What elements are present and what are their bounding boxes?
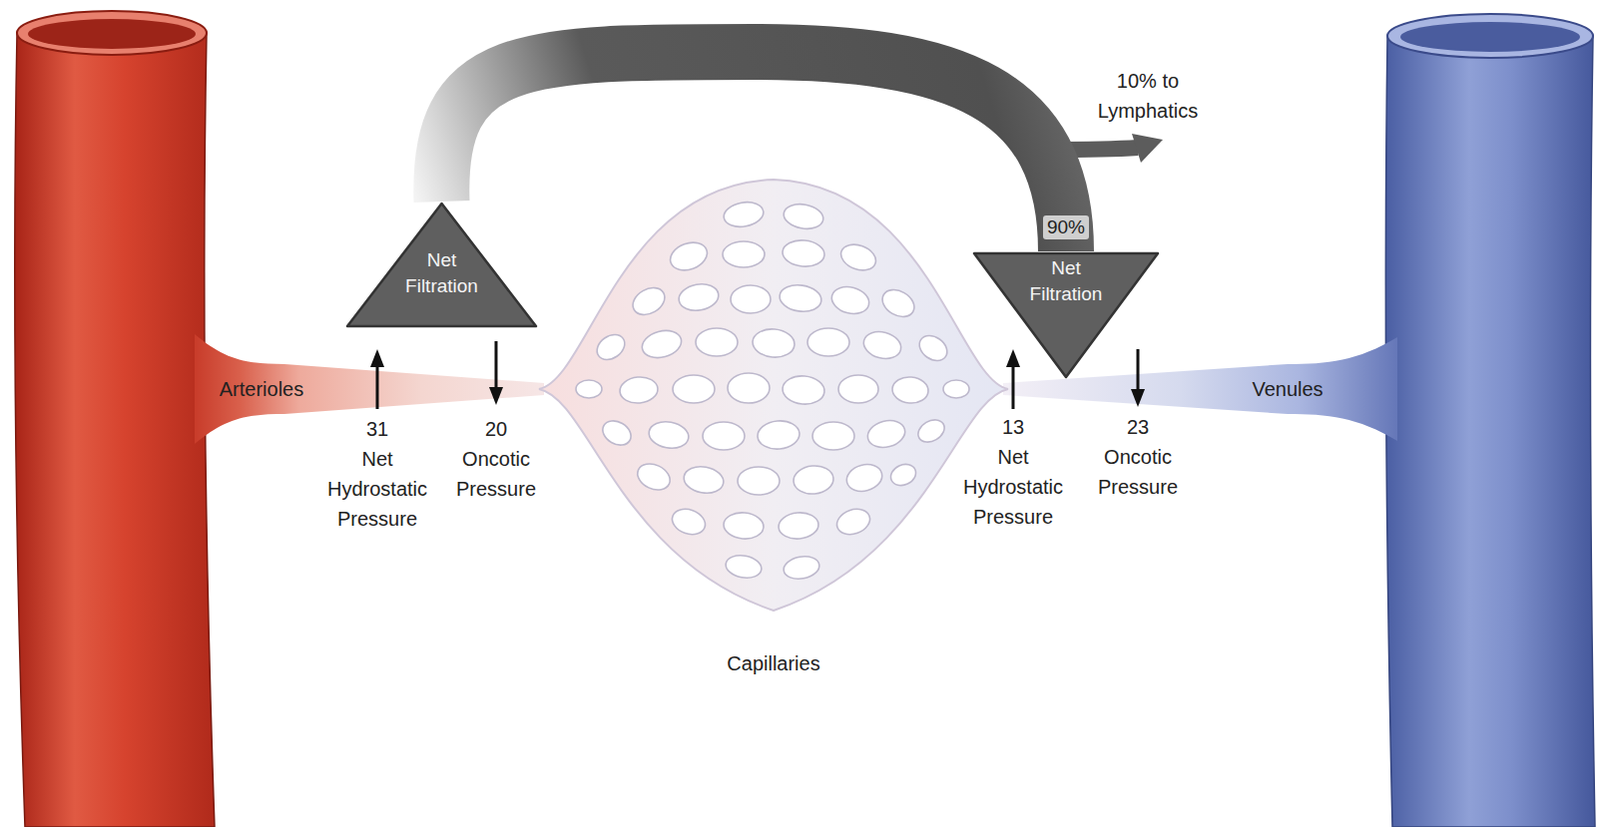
flow-percent: 90%: [1043, 215, 1089, 240]
capillary-gap: [702, 422, 745, 451]
capillary-gap: [837, 240, 880, 276]
triangle-outline: [974, 253, 1158, 378]
diagram-label: Capillaries: [726, 648, 820, 679]
flow-band: [441, 51, 1067, 252]
capillary-gap: [838, 375, 879, 404]
capillary-gap: [730, 285, 771, 314]
capillary-gap: [633, 459, 675, 496]
capillary-gap: [781, 553, 821, 582]
vein-tube: [1385, 35, 1596, 827]
diagram-label: Net Hydrostatic Pressure: [319, 444, 436, 534]
capillary-gap: [864, 417, 908, 453]
artery-opening: [16, 10, 207, 55]
diagram-label: 23: [1126, 412, 1149, 443]
capillary-gap: [681, 464, 726, 498]
diagram-label: Arterioles: [219, 374, 304, 405]
capillary-mesh: [575, 199, 970, 582]
diagram-label: 20: [485, 414, 508, 445]
capillary-gap: [777, 511, 820, 540]
arrow-head: [1006, 349, 1021, 368]
capillary-gap: [751, 327, 796, 360]
capillary-gap: [727, 373, 770, 404]
capillary-gap: [722, 241, 765, 268]
capillary-gap: [891, 375, 930, 405]
capillary-gap: [914, 330, 952, 366]
capillary-gap: [828, 283, 872, 319]
capillary-gap: [627, 282, 669, 321]
capillary-gap: [914, 415, 949, 447]
diagram-label: Oncotic Pressure: [450, 444, 542, 505]
capillary-gap: [807, 328, 850, 357]
capillary-gap: [722, 511, 765, 540]
pressure-arrow: [376, 365, 380, 410]
capillary-gap: [792, 464, 835, 496]
capillary-gap: [943, 380, 970, 399]
triangle-label: Net Filtration: [392, 247, 493, 300]
triangle-label: Net Filtration: [1016, 255, 1116, 308]
capillary-gap: [575, 380, 602, 399]
capillary-gap: [646, 419, 691, 453]
capillary-gap: [781, 238, 826, 269]
arrow-head: [1130, 389, 1145, 408]
capillary-gap: [591, 329, 629, 365]
capillary-gap: [781, 201, 826, 233]
triangle-outline: [347, 203, 536, 327]
pressure-arrow: [1012, 365, 1016, 410]
arrow-head: [489, 387, 504, 406]
capillary-gap: [668, 505, 709, 539]
filtration-triangle: Net Filtration: [972, 251, 1160, 380]
capillary-gap: [860, 328, 904, 364]
vein-lumen: [1400, 21, 1581, 52]
artery-lumen: [27, 18, 196, 49]
filtration-triangle: Net Filtration: [345, 201, 538, 329]
capillary-gap: [672, 375, 715, 404]
arrow-head: [370, 349, 385, 368]
capillary-gap: [618, 375, 659, 405]
capillary-gap: [781, 374, 826, 407]
capillary-gap: [812, 422, 855, 451]
diagram-label: 13: [1002, 412, 1025, 443]
capillary-gap: [756, 419, 801, 452]
lymph-arrow-head: [1131, 133, 1163, 163]
vein-opening: [1387, 13, 1594, 58]
capillary-gap: [843, 461, 886, 496]
capillary-gap: [777, 282, 823, 315]
diagram-label: Net Hydrostatic Pressure: [955, 442, 1071, 533]
artery-tube: [14, 32, 215, 827]
diagram-label: Venules: [1251, 374, 1323, 405]
pressure-arrow: [495, 341, 499, 390]
diagram-label: Oncotic Pressure: [1091, 442, 1184, 503]
capillary-gap: [887, 460, 920, 490]
capillary-gap: [638, 326, 684, 362]
capillary-gap: [721, 199, 766, 231]
capillary-gap: [877, 284, 919, 323]
arteriole-band: [194, 334, 544, 445]
capillary-gap: [737, 467, 780, 496]
capillary-gap: [666, 237, 712, 275]
capillary-gap: [598, 416, 636, 451]
capillary-gap: [723, 552, 763, 581]
capillary-bed: [538, 179, 1009, 611]
diagram-label: 31: [366, 414, 389, 445]
capillary-gap: [833, 505, 874, 539]
pressure-arrow: [1136, 349, 1140, 392]
capillary-gap: [695, 328, 738, 357]
capillary-gap: [676, 281, 721, 315]
diagram-label: 10% to Lymphatics: [1085, 65, 1210, 126]
